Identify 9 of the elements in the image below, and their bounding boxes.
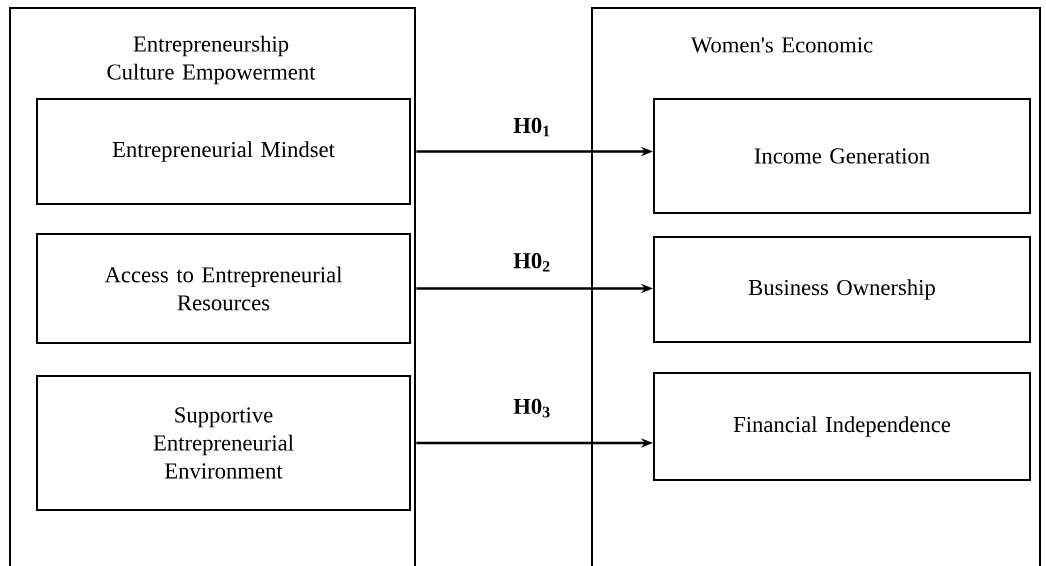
edge-label: H0$_{2}$ (513, 253, 550, 272)
edge-label: H0$_{3}$ (513, 398, 550, 418)
edge-label: H0$_{1}$ (513, 117, 550, 137)
variable-box: Business Ownership (653, 236, 1031, 343)
variable-box: Financial Independence (653, 372, 1031, 481)
variable-box: Access to Entrepreneurial Resources (36, 233, 411, 344)
variable-box: Entrepreneurial Mindset (36, 98, 411, 205)
variable-box: Supportive Entrepreneurial Environment (36, 375, 411, 511)
variable-box: Income Generation (653, 98, 1031, 214)
